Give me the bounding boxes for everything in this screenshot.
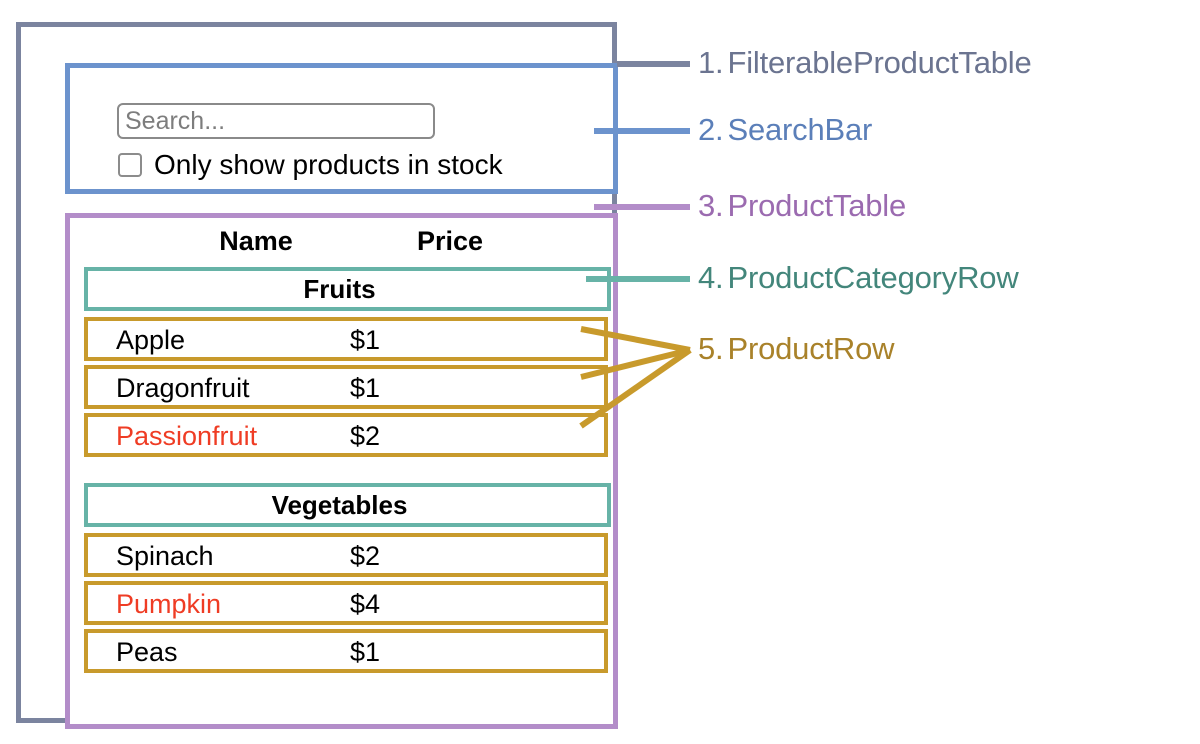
product-price: $2 bbox=[350, 541, 381, 571]
product-price: $1 bbox=[350, 373, 381, 403]
product-name: Apple bbox=[116, 325, 186, 355]
only-in-stock-label: Only show products in stock bbox=[154, 149, 503, 180]
column-header-price: Price bbox=[416, 226, 484, 256]
product-row: Spinach $2 bbox=[84, 533, 608, 577]
legend-label: ProductRow bbox=[727, 331, 895, 366]
product-table-header: Name Price bbox=[84, 223, 604, 267]
filterable-product-table-box: Only show products in stock Name Price F… bbox=[16, 22, 618, 729]
legend-item-product-row: 5.ProductRow bbox=[698, 331, 895, 367]
legend-item-product-table: 3.ProductTable bbox=[698, 188, 906, 224]
legend-label: FilterableProductTable bbox=[727, 45, 1032, 80]
product-category-row: Fruits bbox=[84, 267, 611, 311]
product-row: Dragonfruit $1 bbox=[84, 365, 608, 409]
product-row: Apple $1 bbox=[84, 317, 608, 361]
search-input[interactable] bbox=[117, 103, 435, 139]
product-price: $4 bbox=[350, 589, 381, 619]
legend-item-product-category-row: 4.ProductCategoryRow bbox=[698, 260, 1019, 296]
group-spacer bbox=[84, 461, 604, 483]
legend-number: 4. bbox=[698, 260, 724, 295]
legend-item-search-bar: 2.SearchBar bbox=[698, 112, 872, 148]
legend-number: 3. bbox=[698, 188, 724, 223]
product-price: $2 bbox=[350, 421, 381, 451]
legend-number: 1. bbox=[698, 45, 724, 80]
product-price: $1 bbox=[350, 637, 381, 667]
product-row: Passionfruit $2 bbox=[84, 413, 608, 457]
legend-item-filterable-product-table: 1.FilterableProductTable bbox=[698, 45, 1032, 81]
legend-label: ProductTable bbox=[727, 188, 907, 223]
product-category-label: Vegetables bbox=[271, 490, 408, 520]
product-category-row: Vegetables bbox=[84, 483, 611, 527]
product-table-box: Name Price Fruits Apple $1 Dragonfruit $… bbox=[65, 213, 618, 729]
product-name: Pumpkin bbox=[116, 589, 222, 619]
product-name: Peas bbox=[116, 637, 178, 667]
legend-label: SearchBar bbox=[727, 112, 873, 147]
legend-number: 5. bbox=[698, 331, 724, 366]
product-price: $1 bbox=[350, 325, 381, 355]
only-in-stock-row[interactable]: Only show products in stock bbox=[118, 151, 503, 179]
only-in-stock-checkbox[interactable] bbox=[118, 153, 142, 177]
column-header-name: Name bbox=[219, 226, 293, 256]
product-row: Pumpkin $4 bbox=[84, 581, 608, 625]
product-category-label: Fruits bbox=[303, 274, 376, 304]
product-name: Passionfruit bbox=[116, 421, 258, 451]
product-row: Peas $1 bbox=[84, 629, 608, 673]
legend-label: ProductCategoryRow bbox=[727, 260, 1019, 295]
legend-number: 2. bbox=[698, 112, 724, 147]
search-bar-box: Only show products in stock bbox=[65, 63, 618, 194]
product-name: Dragonfruit bbox=[116, 373, 250, 403]
product-name: Spinach bbox=[116, 541, 214, 571]
product-table-inner: Name Price Fruits Apple $1 Dragonfruit $… bbox=[84, 223, 611, 677]
